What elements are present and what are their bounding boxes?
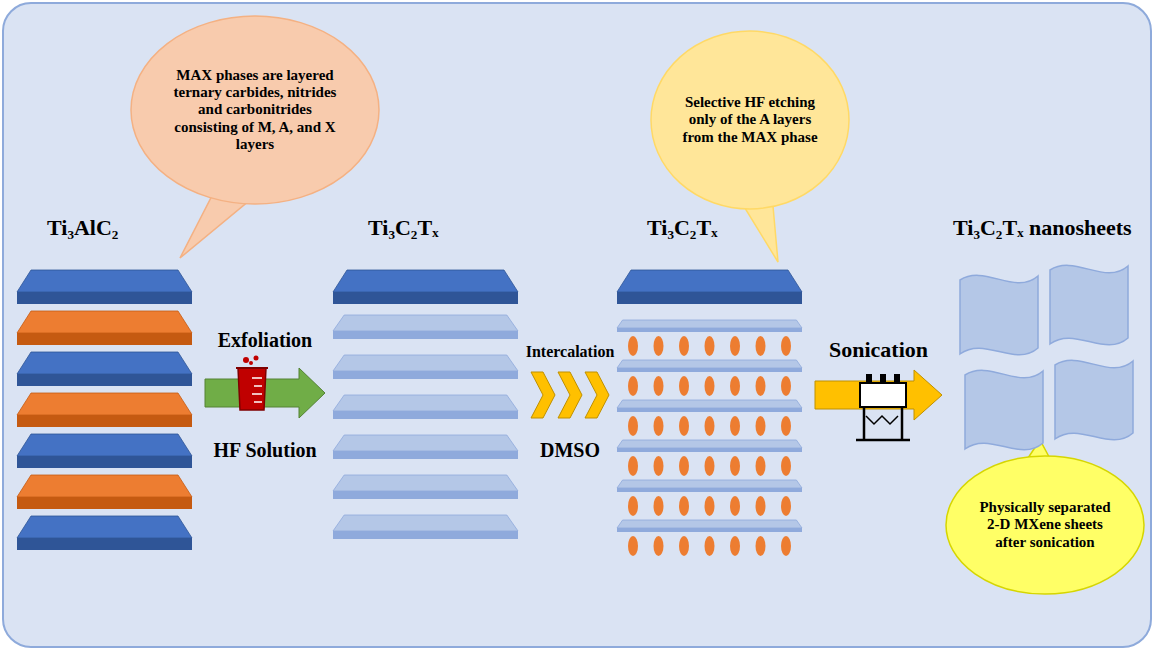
step-label: Exfoliation xyxy=(218,328,312,352)
a-layer xyxy=(17,393,192,427)
dmso-molecule xyxy=(679,416,689,436)
dmso-molecule xyxy=(679,456,689,476)
illustration xyxy=(12,215,202,560)
process-arrow xyxy=(205,368,325,418)
mxene-layer xyxy=(617,520,802,532)
dmso-molecule xyxy=(756,496,766,516)
mxene-layer xyxy=(333,475,518,499)
mxene-sheet xyxy=(960,275,1038,355)
dmso-molecule xyxy=(628,376,638,396)
dmso-molecule xyxy=(628,536,638,556)
mxene-top-layer xyxy=(333,270,518,304)
mxene-layer xyxy=(617,320,802,332)
dmso-molecule xyxy=(730,416,740,436)
dmso-molecule xyxy=(705,376,715,396)
material-label: Ti₃C₂Tₓ nanosheets xyxy=(945,215,1132,241)
background-panel xyxy=(3,3,1151,647)
dmso-molecule xyxy=(705,336,715,356)
mxene-layer xyxy=(617,480,802,492)
bubble-text: Selective HF etching only of the A layer… xyxy=(682,94,818,146)
mxene-layer xyxy=(333,315,518,339)
dmso-molecule xyxy=(781,456,791,476)
m-layer xyxy=(17,270,192,304)
dmso-molecule xyxy=(628,416,638,436)
bubble-text: MAX phases are layered ternary carbides,… xyxy=(170,67,340,153)
dmso-molecule xyxy=(654,416,664,436)
process-arrow xyxy=(815,370,942,420)
dmso-molecule xyxy=(628,336,638,356)
mxene-stack: Ti₃C₂Tₓ xyxy=(328,215,528,560)
dmso-molecule xyxy=(654,536,664,556)
mxene-sheet xyxy=(1050,265,1128,345)
beaker-icon xyxy=(236,356,268,411)
dmso-molecule xyxy=(679,536,689,556)
speech-bubble: Physically separated 2-D MXene sheets af… xyxy=(945,455,1145,595)
material-label: Ti₃C₂Tₓ xyxy=(328,215,438,241)
dmso-molecule xyxy=(705,416,715,436)
mxene-sheet xyxy=(965,370,1043,450)
dmso-molecule xyxy=(654,456,664,476)
dmso-molecule xyxy=(781,416,791,436)
speech-bubble: Selective HF etching only of the A layer… xyxy=(650,30,850,210)
illustration xyxy=(612,215,812,560)
mxene-top-layer xyxy=(617,270,802,304)
mxene-layer xyxy=(617,440,802,452)
reagent-label: DMSO xyxy=(540,438,600,462)
dmso-molecule xyxy=(705,456,715,476)
m-layer xyxy=(17,352,192,386)
dmso-molecule xyxy=(756,416,766,436)
m-layer xyxy=(17,516,192,550)
dmso-molecule xyxy=(730,336,740,356)
a-layer xyxy=(17,311,192,345)
dmso-molecule xyxy=(730,376,740,396)
dmso-molecule xyxy=(628,496,638,516)
mxene-layer xyxy=(333,515,518,539)
bubble-shape xyxy=(131,16,379,204)
dmso-molecule xyxy=(730,496,740,516)
intercalated-stack: Ti₃C₂Tₓ xyxy=(612,215,812,560)
dmso-molecule xyxy=(654,336,664,356)
dmso-molecule xyxy=(679,496,689,516)
illustration xyxy=(328,215,528,560)
step-label: Sonication xyxy=(829,337,928,363)
dmso-molecule xyxy=(654,496,664,516)
dmso-molecule xyxy=(756,456,766,476)
bubble-shape xyxy=(651,31,849,209)
mxene-layer xyxy=(617,360,802,372)
mxene-layer xyxy=(617,400,802,412)
reagent-label: HF Solution xyxy=(213,438,316,462)
dmso-molecule xyxy=(781,496,791,516)
nanosheets-group: Ti₃C₂Tₓ nanosheets xyxy=(945,215,1145,455)
step-label: Intercalation xyxy=(526,342,615,361)
mxene-sheet xyxy=(1055,360,1133,440)
dmso-molecule xyxy=(705,536,715,556)
bubble-shape xyxy=(946,456,1144,594)
dmso-molecule xyxy=(756,376,766,396)
dmso-molecule xyxy=(781,536,791,556)
bubble-text: Physically separated 2-D MXene sheets af… xyxy=(977,499,1113,551)
mxene-layer xyxy=(333,355,518,379)
dmso-molecule xyxy=(781,376,791,396)
illustration xyxy=(945,215,1145,455)
sonicator-icon xyxy=(856,374,910,440)
dmso-molecule xyxy=(705,496,715,516)
dmso-molecule xyxy=(756,536,766,556)
dmso-molecule xyxy=(654,376,664,396)
dmso-molecule xyxy=(730,456,740,476)
mxene-layer xyxy=(333,435,518,459)
dmso-molecule xyxy=(628,456,638,476)
dmso-molecule xyxy=(679,336,689,356)
speech-bubble: MAX phases are layered ternary carbides,… xyxy=(130,15,380,205)
mxene-layer xyxy=(333,395,518,419)
dmso-molecule xyxy=(756,336,766,356)
material-label: Ti₃C₂Tₓ xyxy=(612,215,717,241)
m-layer xyxy=(17,434,192,468)
dmso-molecule xyxy=(679,376,689,396)
chevron-arrow xyxy=(531,372,609,418)
a-layer xyxy=(17,475,192,509)
dmso-molecule xyxy=(730,536,740,556)
dmso-molecule xyxy=(781,336,791,356)
max-phase-stack: Ti₃AlC₂ xyxy=(12,215,202,560)
material-label: Ti₃AlC₂ xyxy=(12,215,118,241)
